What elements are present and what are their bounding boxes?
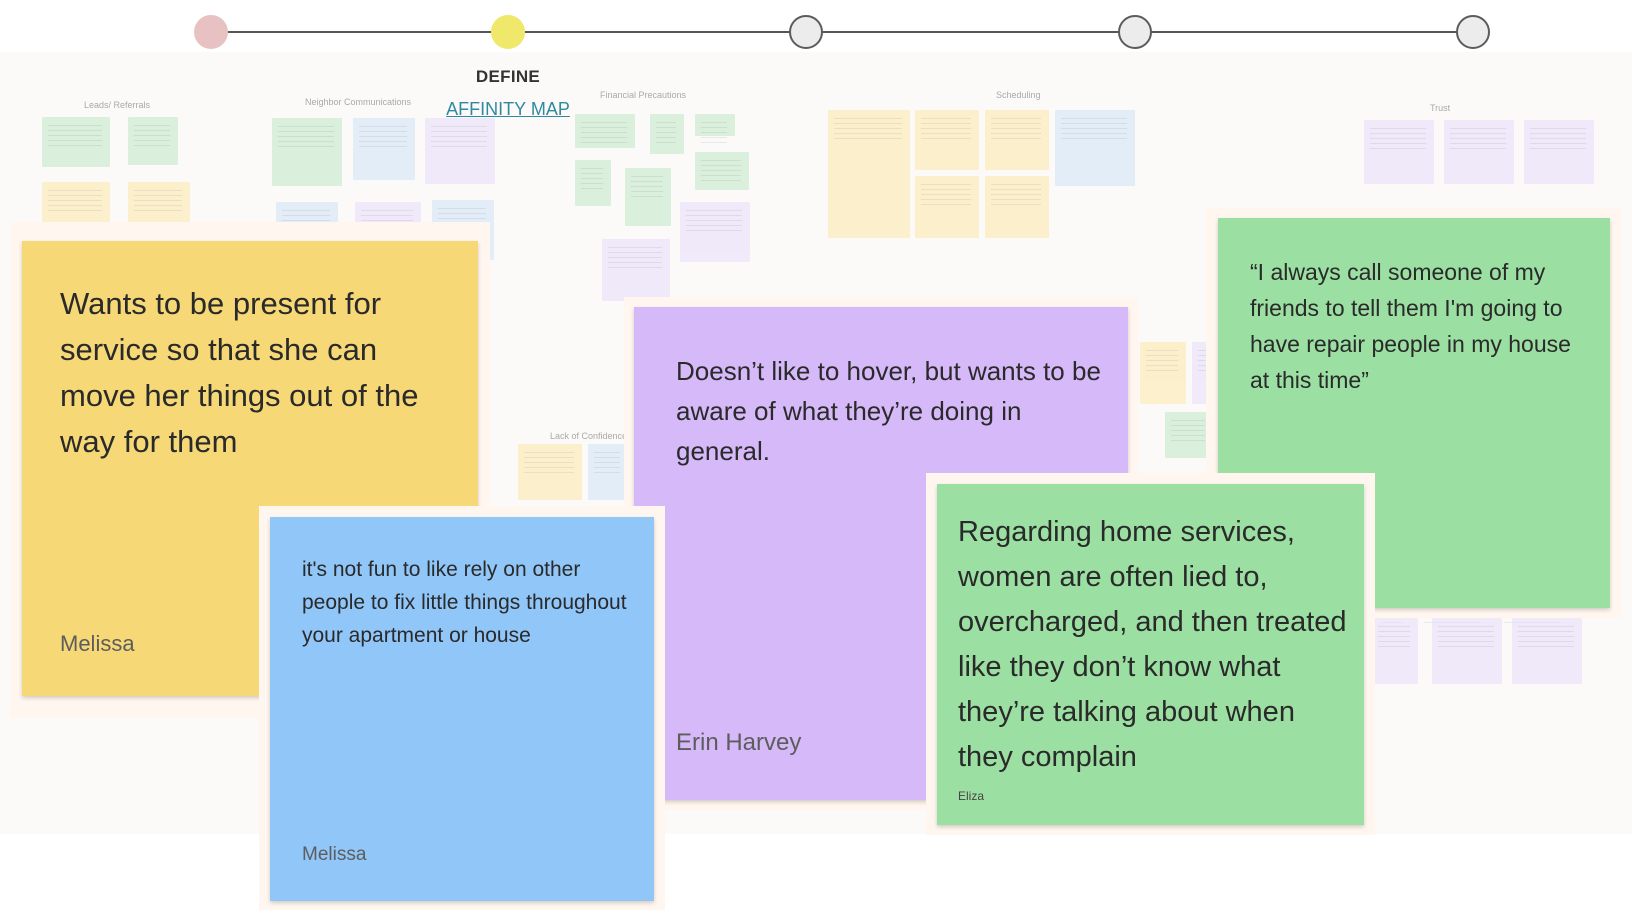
affinity-map-link[interactable]: AFFINITY MAP (446, 99, 570, 119)
note-author: Melissa (60, 631, 135, 656)
mini-sticky (518, 444, 582, 500)
mini-sticky (985, 176, 1049, 238)
mini-sticky (1512, 618, 1582, 684)
mini-sticky (602, 239, 670, 301)
progress-track (210, 31, 1473, 33)
mini-sticky (1524, 120, 1594, 184)
note-author: Eliza (958, 789, 985, 803)
group-label-leads: Leads/ Referrals (84, 100, 151, 110)
note-quote: Regarding home services, women are often… (958, 516, 1347, 773)
group-label-financial: Financial Precautions (600, 90, 687, 100)
mini-sticky (42, 182, 110, 222)
step-4-indicator[interactable] (1118, 15, 1152, 49)
mini-sticky (625, 168, 671, 226)
mini-sticky (985, 110, 1049, 170)
group-label-neighbor: Neighbor Communications (305, 97, 412, 107)
mini-sticky (272, 118, 342, 186)
step-5-indicator[interactable] (1456, 15, 1490, 49)
mini-sticky (42, 117, 110, 167)
mini-sticky (1364, 120, 1434, 184)
note-quote: Wants to be present for service so that … (60, 286, 419, 459)
sticky-note-blue[interactable]: it's not fun to like rely on other peopl… (270, 517, 654, 901)
note-author: Erin Harvey (676, 729, 802, 756)
mini-sticky (1165, 412, 1213, 458)
mini-sticky (575, 160, 611, 206)
mini-sticky (353, 118, 415, 180)
mini-sticky (1055, 110, 1135, 186)
note-author: Melissa (302, 844, 367, 865)
mini-sticky (828, 110, 910, 238)
mini-sticky (1444, 120, 1514, 184)
mini-sticky (915, 176, 979, 238)
group-label-scheduling: Scheduling (996, 90, 1041, 100)
note-quote: Doesn’t like to hover, but wants to be a… (676, 356, 1101, 466)
step-2-indicator[interactable] (491, 15, 525, 49)
mini-sticky (1140, 342, 1186, 404)
mini-sticky (695, 114, 735, 144)
mini-sticky (276, 202, 338, 232)
mini-sticky (575, 114, 635, 148)
mini-sticky (355, 202, 421, 232)
mini-sticky (695, 152, 749, 190)
note-quote: “I always call someone of my friends to … (1250, 259, 1571, 393)
mini-sticky (1372, 618, 1418, 684)
mini-sticky (915, 110, 979, 170)
mini-sticky (680, 202, 750, 262)
group-label-trust: Trust (1430, 103, 1451, 113)
sticky-note-green-bottom[interactable]: Regarding home services, women are often… (937, 484, 1364, 825)
mini-sticky (128, 117, 178, 165)
step-1-indicator[interactable] (194, 15, 228, 49)
mini-sticky (588, 444, 628, 500)
mini-sticky (650, 114, 684, 154)
group-label-confidence: Lack of Confidence (550, 431, 628, 441)
note-quote: it's not fun to like rely on other peopl… (302, 558, 627, 647)
mini-sticky (128, 182, 190, 222)
phase-title: DEFINE (475, 67, 541, 86)
step-3-indicator[interactable] (789, 15, 823, 49)
mini-sticky (1432, 618, 1502, 684)
mini-sticky (425, 118, 495, 184)
